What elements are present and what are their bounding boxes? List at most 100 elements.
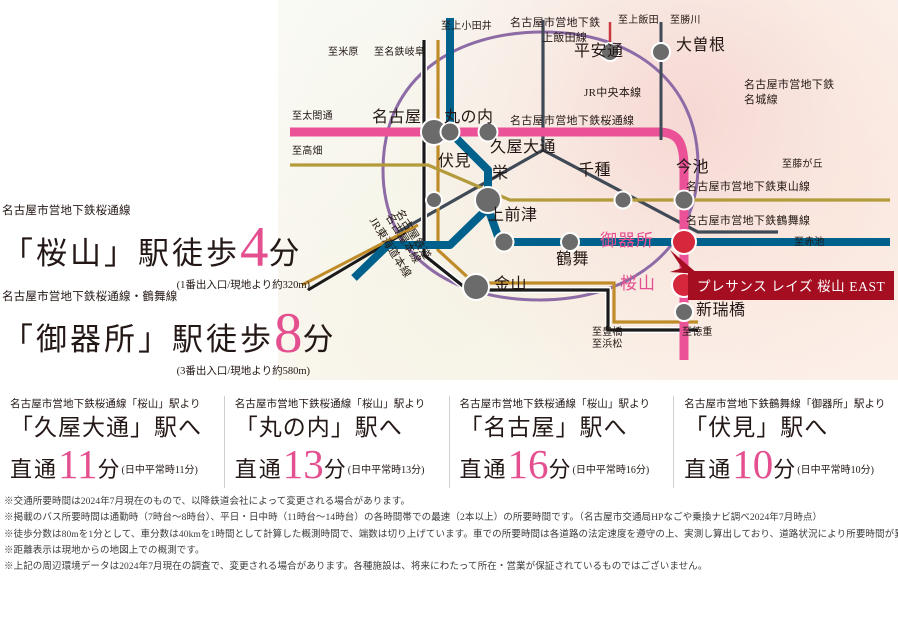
station-label-hisayaodori: 久屋大通 <box>490 139 557 156</box>
station-dot-kanayama <box>462 273 490 301</box>
terminal-tokushige: 至徳重 <box>682 327 713 338</box>
meitetsu-line <box>436 40 698 324</box>
station-dot-kamimaezu <box>493 231 515 253</box>
station-dot-fushimi <box>425 191 443 209</box>
walk-unit: 分 <box>302 322 334 357</box>
line-label-kamiiida: 名古屋市営地下鉄 <box>510 17 601 29</box>
station-dot-gokiso <box>671 229 697 255</box>
footnote-item: ※交通所要時間は2024年7月現在のもので、以降鉄道会社によって変更される場合が… <box>4 497 411 507</box>
walk-minutes: 8 <box>274 302 303 365</box>
travel-destination: 「丸の内」駅へ <box>234 415 403 440</box>
station-dot-ozone <box>651 42 671 62</box>
station-dot-sakae <box>474 186 502 214</box>
travel-destination: 「伏見」駅へ <box>684 415 829 440</box>
travel-paren: (日中平常時11分) <box>121 465 198 477</box>
direct-label: 直通 <box>10 457 59 483</box>
line-label-chuo: JR中央本線 <box>584 87 642 99</box>
higashiyama-line <box>290 163 890 202</box>
tsurumai-line-right <box>484 206 890 246</box>
travel-minutes: 10 <box>732 441 774 488</box>
property-name-banner: プレサンス レイズ 桜山 EAST <box>688 271 895 300</box>
station-label-sakurayama: 桜山 <box>620 274 656 293</box>
quote-open: 「 <box>2 236 36 271</box>
footnotes: ※交通所要時間は2024年7月現在のもので、以降鉄道会社によって変更される場合が… <box>4 494 898 576</box>
station-dot-imaike <box>673 189 695 211</box>
station-dot-marunouchi <box>439 121 461 143</box>
travel-time: 直通10分(日中平常時10分) <box>684 444 890 485</box>
quote-open: 「 <box>2 322 36 357</box>
travel-column-hisayaodori: 名古屋市営地下鉄桜通線「桜山」駅より 「久屋大通」駅へ 直通11分(日中平常時1… <box>0 396 224 488</box>
station-label-shinmiyashi: 新瑞橋 <box>696 302 746 319</box>
travel-unit: 分 <box>548 457 571 483</box>
sakuradori-line <box>290 127 689 360</box>
travel-time: 直通16分(日中平常時16分) <box>460 444 666 485</box>
station-label-heiandori: 平安通 <box>574 43 624 60</box>
travel-time: 直通13分(日中平常時13分) <box>235 444 441 485</box>
travel-from: 名古屋市営地下鉄桜通線「桜山」駅より <box>10 399 201 410</box>
station-label-ozone: 大曽根 <box>676 37 726 54</box>
quote-close: 」 <box>104 236 138 271</box>
quote-close: 」 <box>138 322 172 357</box>
walk-line-name: 名古屋市営地下鉄桜通線・鶴舞線 <box>2 291 178 303</box>
terminal-kachigawa: 至勝川 <box>670 15 701 26</box>
travel-time-columns: 名古屋市営地下鉄桜通線「桜山」駅より 「久屋大通」駅へ 直通11分(日中平常時1… <box>0 396 898 488</box>
station-label-nagoya: 名古屋 <box>372 109 422 126</box>
direct-label: 直通 <box>459 457 508 483</box>
walk-block-gokiso: 名古屋市営地下鉄桜通線・鶴舞線 「御器所」駅徒歩8分 (3番出入口/現地より約5… <box>2 288 334 378</box>
walk-line-name: 名古屋市営地下鉄桜通線 <box>2 205 131 217</box>
line-label-sakuradori: 名古屋市営地下鉄桜通線 <box>510 115 635 127</box>
station-dot-hisayaodori <box>477 121 499 143</box>
walk-block-sakurayama: 名古屋市営地下鉄桜通線 「桜山」駅徒歩4分 (1番出入口/現地より約320m) <box>2 202 310 292</box>
station-label-imaike: 今池 <box>676 159 710 176</box>
travel-column-fushimi: 名古屋市営地下鉄鶴舞線「御器所」駅より 「伏見」駅へ 直通10分(日中平常時10… <box>673 396 898 488</box>
travel-minutes: 13 <box>282 441 324 488</box>
travel-unit: 分 <box>97 457 120 483</box>
walk-headline: 「御器所」駅徒歩8分 <box>2 305 334 362</box>
direct-label: 直通 <box>684 457 733 483</box>
terminal-meitetsugifu: 至名鉄岐阜 <box>374 47 425 58</box>
station-label-gokiso: 御器所 <box>600 231 654 250</box>
station-label-fushimi: 伏見 <box>438 153 472 170</box>
footnote-item: ※掲載のバス所要時間は通勤時（7時台〜8時台）、平日・日中時（11時台〜14時台… <box>4 513 823 524</box>
travel-paren: (日中平常時13分) <box>347 465 425 477</box>
terminal-hamamatsu: 至浜松 <box>592 339 623 350</box>
station-dot-tsurumai <box>560 232 580 252</box>
terminal-fujigaoka: 至藤が丘 <box>782 159 823 170</box>
travel-column-nagoya: 名古屋市営地下鉄桜通線「桜山」駅より 「名古屋」駅へ 直通16分(日中平常時16… <box>448 396 674 488</box>
terminal-maibara: 至米原 <box>328 47 359 58</box>
jr-tokaido-line <box>422 40 698 332</box>
travel-from: 名古屋市営地下鉄桜通線「桜山」駅より <box>234 399 426 410</box>
terminal-kamiiida: 至上飯田 <box>618 15 659 26</box>
travel-unit: 分 <box>773 457 796 483</box>
meitetsu-branch <box>301 223 419 287</box>
station-label-chikusa: 千種 <box>578 162 612 179</box>
travel-paren: (日中平常時10分) <box>797 465 874 477</box>
footnote-item: ※徒歩分数は80mを1分として、車分数は40kmを1時間として計算した概測時間で… <box>4 529 898 540</box>
line-label-higashiyama: 名古屋市営地下鉄東山線 <box>686 181 811 193</box>
travel-minutes: 11 <box>58 441 98 488</box>
walk-station-name: 御器所 <box>36 322 138 357</box>
station-label-tsurumai: 鶴舞 <box>556 251 590 268</box>
map-lines-svg <box>290 18 890 360</box>
direct-label: 直通 <box>234 457 283 483</box>
travel-minutes: 16 <box>507 441 549 488</box>
terminal-taikodori: 至太閤通 <box>292 111 333 122</box>
travel-from: 名古屋市営地下鉄桜通線「桜山」駅より <box>459 399 651 410</box>
transit-map: 至上小田井 名古屋市営地下鉄 上飯田線 至上飯田 至勝川 至米原 至名鉄岐阜 平… <box>278 0 898 380</box>
footnote-item: ※距離表示は現地からの地図上での概測です。 <box>4 545 205 556</box>
station-label-sakae: 栄 <box>492 165 509 182</box>
terminal-takabata: 至高畑 <box>292 146 323 157</box>
line-label-tsurumai: 名古屋市営地下鉄鶴舞線 <box>686 215 811 227</box>
station-label-kanayama: 金山 <box>494 276 528 293</box>
terminal-toyohashi: 至豊橋 <box>592 327 623 338</box>
station-label-marunouchi: 丸の内 <box>444 109 494 126</box>
line-label-meijo: 名古屋市営地下鉄 <box>744 79 835 91</box>
travel-from: 名古屋市営地下鉄鶴舞線「御器所」駅より <box>684 399 886 410</box>
travel-destination: 「久屋大通」駅へ <box>10 415 202 440</box>
travel-unit: 分 <box>323 457 346 483</box>
footnote-item: ※上記の周辺環境データは2024年7月現在の調査で、変更される場合があります。各… <box>4 562 708 573</box>
travel-paren: (日中平常時16分) <box>572 465 650 477</box>
walk-note: (1番出入口/現地より約320m) <box>176 280 310 291</box>
walk-headline: 「桜山」駅徒歩4分 <box>2 219 310 276</box>
walk-suffix: 駅徒歩 <box>138 236 240 271</box>
